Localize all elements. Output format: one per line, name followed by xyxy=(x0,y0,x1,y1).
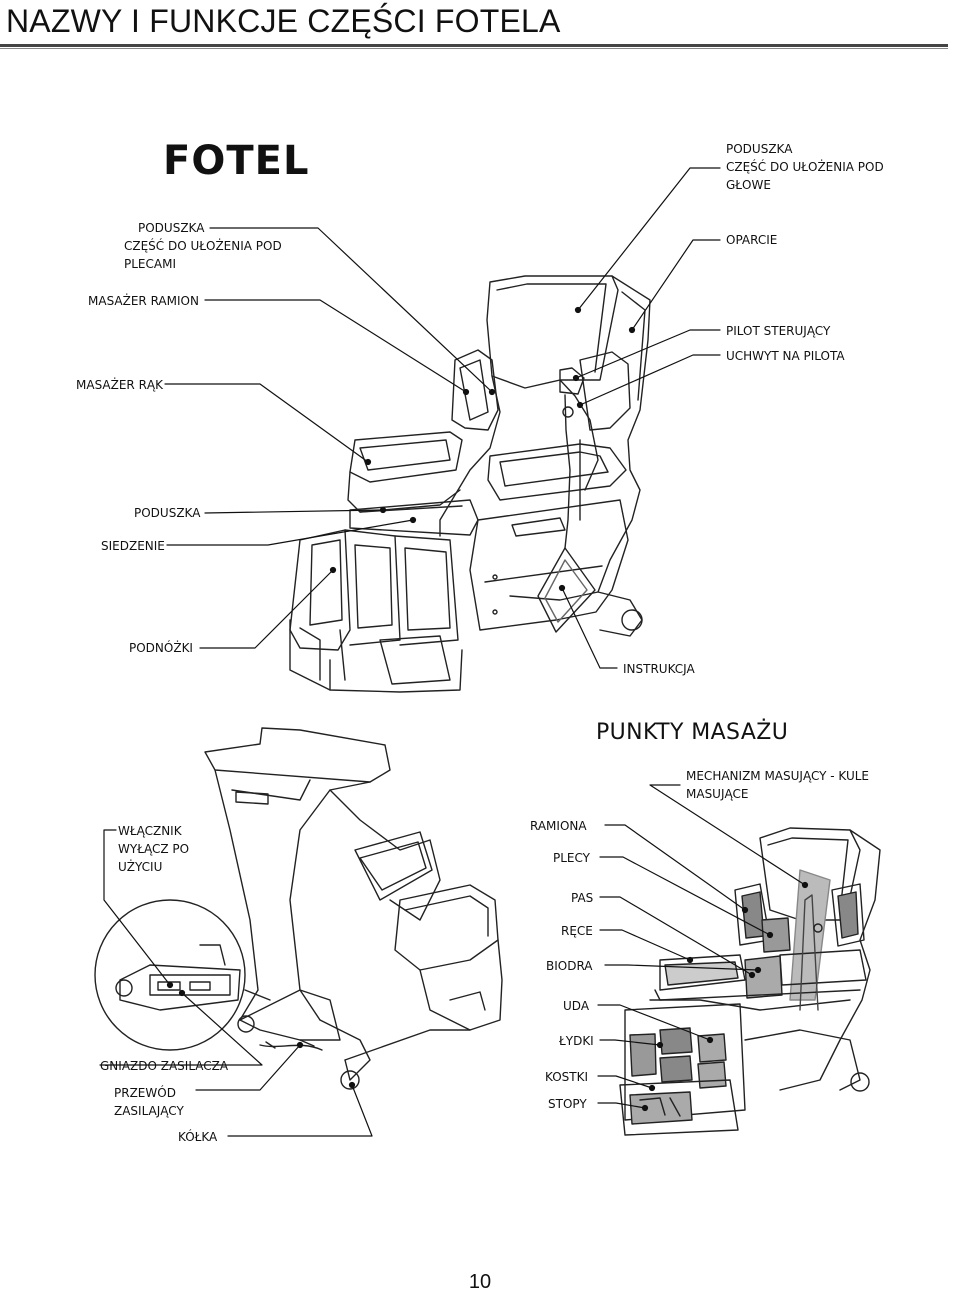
chair-rear-illustration xyxy=(94,727,503,1090)
label-footrest: PODNÓŻKI xyxy=(129,641,193,655)
label-feet: STOPY xyxy=(548,1097,587,1111)
label-calves: ŁYDKI xyxy=(559,1034,594,1048)
page-title: NAZWY I FUNKCJE CZĘŚCI FOTELA xyxy=(6,3,561,39)
fotel-leader-lines xyxy=(164,167,721,669)
rear-leader-lines xyxy=(99,829,373,1137)
label-backrest: OPARCIE xyxy=(726,233,778,247)
label-hips: BIODRA xyxy=(546,959,593,973)
label-seat-cushion: PODUSZKA xyxy=(134,506,201,520)
chair-front-illustration xyxy=(289,275,651,693)
page-number: 10 xyxy=(468,1271,492,1293)
label-power-cable: PRZEWÓD ZASILAJĄCY xyxy=(114,1086,184,1118)
label-back: PLECY xyxy=(553,851,591,865)
label-ankles: KOSTKI xyxy=(545,1070,589,1084)
label-hands: RĘCE xyxy=(561,924,593,938)
massage-leader-lines xyxy=(597,784,809,1112)
label-seat: SIEDZENIE xyxy=(101,539,165,553)
label-back-cushion: PODUSZKA CZĘŚĆ DO UŁOŻENIA POD PLECAMI xyxy=(124,221,282,271)
title-rule xyxy=(0,44,948,47)
chair-massage-points-illustration xyxy=(619,827,881,1136)
label-power-switch: WŁĄCZNIK WYŁĄCZ PO UŻYCIU xyxy=(118,824,190,874)
label-power-socket: GNIAZDO ZASILACZA xyxy=(100,1059,229,1073)
label-thighs: UDA xyxy=(563,999,590,1013)
label-waist: PAS xyxy=(571,891,594,905)
massage-points-heading: PUNKTY MASAŻU xyxy=(596,720,789,745)
label-manual: INSTRUKCJA xyxy=(623,662,695,676)
label-wheels: KÓŁKA xyxy=(178,1130,218,1144)
label-hand-massager: MASAŻER RĄK xyxy=(76,378,163,392)
label-massage-mechanism: MECHANIZM MASUJĄCY - KULE MASUJĄCE xyxy=(686,769,870,801)
title-rule-thin xyxy=(0,48,948,49)
label-remote-holder: UCHWYT NA PILOTA xyxy=(726,349,845,363)
label-headrest: PODUSZKA CZĘŚĆ DO UŁOŻENIA POD GŁOWE xyxy=(726,142,884,192)
label-shoulders: RAMIONA xyxy=(530,819,587,833)
fotel-heading: FOTEL xyxy=(163,138,310,184)
label-remote: PILOT STERUJĄCY xyxy=(726,324,831,338)
label-shoulder-massager: MASAŻER RAMION xyxy=(88,294,199,308)
